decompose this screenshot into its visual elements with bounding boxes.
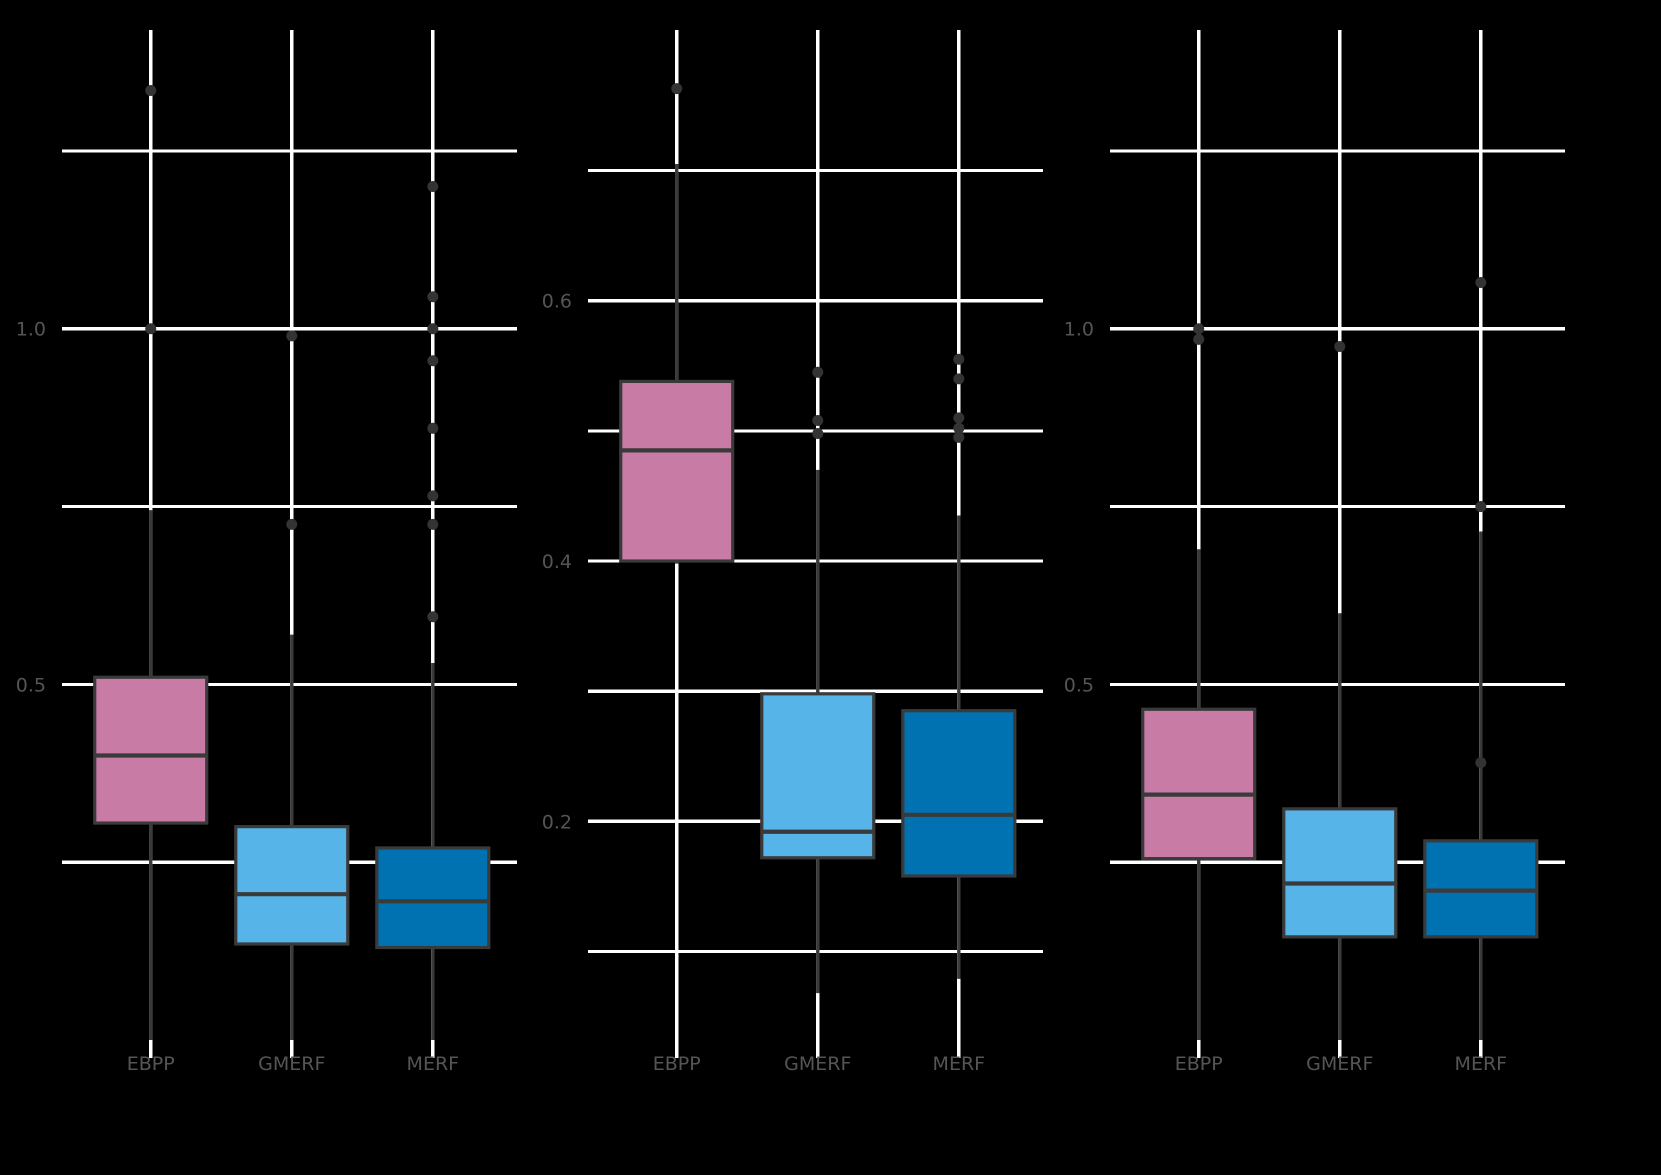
- outlier-point: [953, 431, 965, 443]
- box-iqr: [901, 709, 1017, 878]
- outlier-point: [427, 291, 439, 303]
- box-iqr: [234, 825, 350, 946]
- outlier-point: [286, 518, 298, 530]
- outlier-point: [145, 84, 157, 96]
- outlier-point: [1475, 501, 1487, 513]
- x-axis-tick-label-merf: MERF: [1455, 1053, 1508, 1075]
- boxplot-ebpp: [93, 84, 209, 1040]
- boxplot-merf: [1423, 277, 1539, 1040]
- outlier-point: [1475, 757, 1487, 769]
- outlier-point: [812, 366, 824, 378]
- y-axis-tick-label: 0.5: [1064, 674, 1094, 696]
- x-axis-tick-label-merf: MERF: [933, 1053, 986, 1075]
- boxplot-gmerf: [234, 330, 350, 1040]
- outlier-point: [812, 414, 824, 426]
- y-axis-tick-label: 0.4: [542, 551, 572, 573]
- box-iqr: [375, 846, 491, 950]
- outlier-point: [953, 373, 965, 385]
- outlier-point: [427, 323, 439, 335]
- boxplot-gmerf: [760, 366, 876, 994]
- outlier-point: [953, 353, 965, 365]
- x-axis-tick-label-merf: MERF: [407, 1053, 460, 1075]
- outlier-point: [1334, 341, 1346, 353]
- boxplot-merf: [901, 353, 1017, 979]
- boxplot-gmerf: [1282, 341, 1398, 1040]
- boxplot-merf: [375, 180, 491, 1040]
- box-iqr: [619, 379, 735, 563]
- box-iqr: [93, 675, 209, 825]
- outlier-point: [427, 422, 439, 434]
- boxplot-ebpp: [1141, 323, 1257, 1040]
- x-axis-tick-label-ebpp: EBPP: [127, 1053, 175, 1075]
- outlier-point: [427, 518, 439, 530]
- outlier-point: [953, 422, 965, 434]
- boxplot-ebpp: [619, 83, 735, 564]
- y-axis-tick-label: 0.5: [16, 674, 46, 696]
- box-iqr: [1282, 807, 1398, 939]
- outlier-point: [1193, 323, 1205, 335]
- outlier-point: [286, 330, 298, 342]
- outlier-point: [427, 490, 439, 502]
- outlier-point: [145, 323, 157, 335]
- outlier-point: [427, 355, 439, 367]
- x-axis-tick-label-ebpp: EBPP: [1175, 1053, 1223, 1075]
- outlier-point: [427, 180, 439, 192]
- outlier-point: [1193, 333, 1205, 345]
- x-axis-tick-label-gmerf: GMERF: [258, 1053, 325, 1075]
- y-axis-tick-label: 1.0: [16, 319, 46, 341]
- outlier-point: [1475, 277, 1487, 288]
- outlier-point: [427, 611, 439, 623]
- outlier-point: [812, 427, 824, 439]
- x-axis-tick-label-gmerf: GMERF: [784, 1053, 851, 1075]
- outlier-point: [671, 83, 683, 95]
- y-axis-tick-label: 1.0: [1064, 319, 1094, 341]
- x-axis-tick-label-ebpp: EBPP: [653, 1053, 701, 1075]
- y-axis-tick-label: 0.6: [542, 291, 572, 313]
- outlier-point: [953, 412, 965, 424]
- box-iqr: [1141, 707, 1257, 861]
- y-axis-tick-label: 0.2: [542, 811, 572, 833]
- x-axis-tick-label-gmerf: GMERF: [1306, 1053, 1373, 1075]
